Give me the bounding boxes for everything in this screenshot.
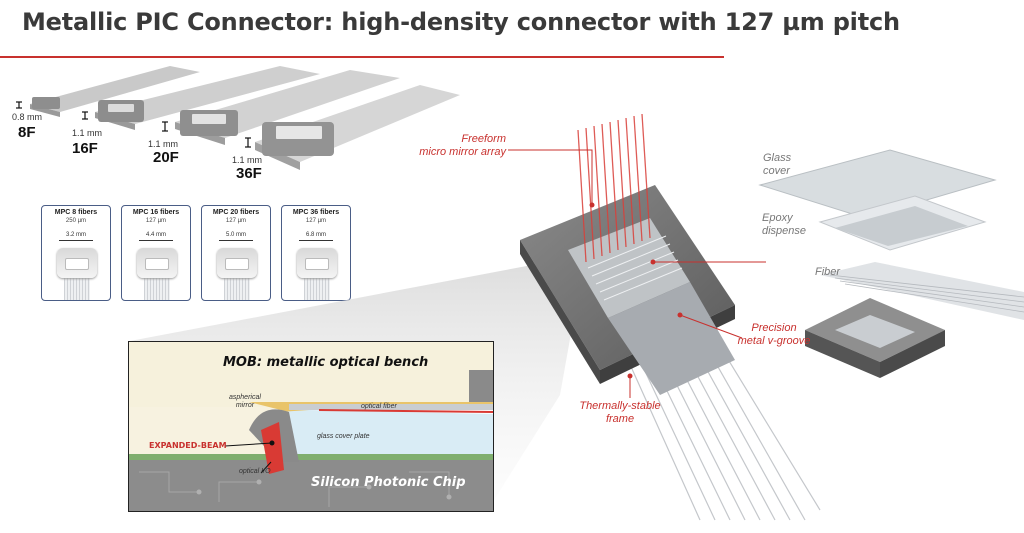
slide-title: Metallic PIC Connector: high-density con… xyxy=(22,8,900,36)
variant-thickness-16f: 1.1 mm xyxy=(72,128,103,138)
mpc-card-16-fibers: MPC 16 fibers 127 µm 4.4 mm xyxy=(121,205,191,301)
mob-cross-section xyxy=(129,342,493,511)
label-line: aspherical xyxy=(229,394,261,401)
variant-thickness-36f: 1.1 mm xyxy=(232,155,263,165)
card-title: MPC 8 fibers xyxy=(54,209,98,216)
variant-label-8f: 8F xyxy=(18,124,36,141)
card-dimension-line xyxy=(139,240,173,241)
card-title: MPC 20 fibers xyxy=(212,209,260,216)
callout-line: Freeform xyxy=(461,133,506,145)
mpc-card-36-fibers: MPC 36 fibers 127 µm 6.8 mm xyxy=(281,205,351,301)
label-expanded-beam: EXPANDED-BEAM xyxy=(149,441,227,450)
callout-thermal-frame: Thermally-stable frame xyxy=(570,400,670,426)
callout-line: Thermally-stable xyxy=(579,400,661,412)
card-pitch: 127 µm xyxy=(145,218,167,224)
label-glass-cover-plate: glass cover plate xyxy=(317,433,370,440)
label-optical-io: optical I/O xyxy=(239,468,271,475)
mpc-card-20-fibers: MPC 20 fibers 127 µm 5.0 mm xyxy=(201,205,271,301)
label-epoxy-dispense: Epoxy dispense xyxy=(762,212,806,238)
card-pitch: 127 µm xyxy=(305,218,327,224)
card-width: 3.2 mm xyxy=(65,232,86,238)
card-width: 5.0 mm xyxy=(225,232,246,238)
label-line: cover xyxy=(763,165,790,177)
label-line: Glass xyxy=(763,152,792,164)
mob-title: MOB: metallic optical bench xyxy=(223,355,429,370)
card-width: 4.4 mm xyxy=(145,232,166,238)
variant-thickness-8f: 0.8 mm xyxy=(12,112,43,122)
mob-inset: MOB: metallic optical bench aspherical m… xyxy=(128,341,494,512)
variant-label-20f: 20F xyxy=(153,149,179,166)
title-underline xyxy=(0,56,724,58)
label-line: Epoxy xyxy=(762,212,793,224)
card-connector-image xyxy=(297,248,337,278)
card-title: MPC 16 fibers xyxy=(132,209,180,216)
label-optical-fiber: optical fiber xyxy=(361,403,397,410)
connector-variants-illustration xyxy=(16,66,460,170)
card-width: 6.8 mm xyxy=(305,232,326,238)
callout-line: micro mirror array xyxy=(419,146,506,158)
label-silicon-photonic-chip: Silicon Photonic Chip xyxy=(311,475,466,490)
label-line: dispense xyxy=(762,225,807,237)
card-connector-image xyxy=(137,248,177,278)
variant-label-16f: 16F xyxy=(72,140,98,157)
label-glass-cover: Glass cover xyxy=(763,152,791,178)
callout-freeform-mirror: Freeform micro mirror array xyxy=(398,133,506,159)
variant-thickness-20f: 1.1 mm xyxy=(148,139,179,149)
label-aspherical-mirror: aspherical mirror xyxy=(229,394,261,410)
card-connector-image xyxy=(57,248,97,278)
callout-line: metal v-groove xyxy=(737,335,811,347)
label-fiber: Fiber xyxy=(815,266,841,278)
callout-line: frame xyxy=(605,413,635,425)
card-pitch: 250 µm xyxy=(65,218,87,224)
label-line: mirror xyxy=(235,402,255,409)
card-title: MPC 36 fibers xyxy=(292,209,340,216)
mpc-card-8-fibers: MPC 8 fibers 250 µm 3.2 mm xyxy=(41,205,111,301)
card-dimension-line xyxy=(299,240,333,241)
callout-line: Precision xyxy=(751,322,797,334)
card-dimension-line xyxy=(219,240,253,241)
variant-label-36f: 36F xyxy=(236,165,262,182)
card-dimension-line xyxy=(59,240,93,241)
card-pitch: 127 µm xyxy=(225,218,247,224)
callout-precision-vgroove: Precision metal v-groove xyxy=(722,322,826,348)
card-connector-image xyxy=(217,248,257,278)
